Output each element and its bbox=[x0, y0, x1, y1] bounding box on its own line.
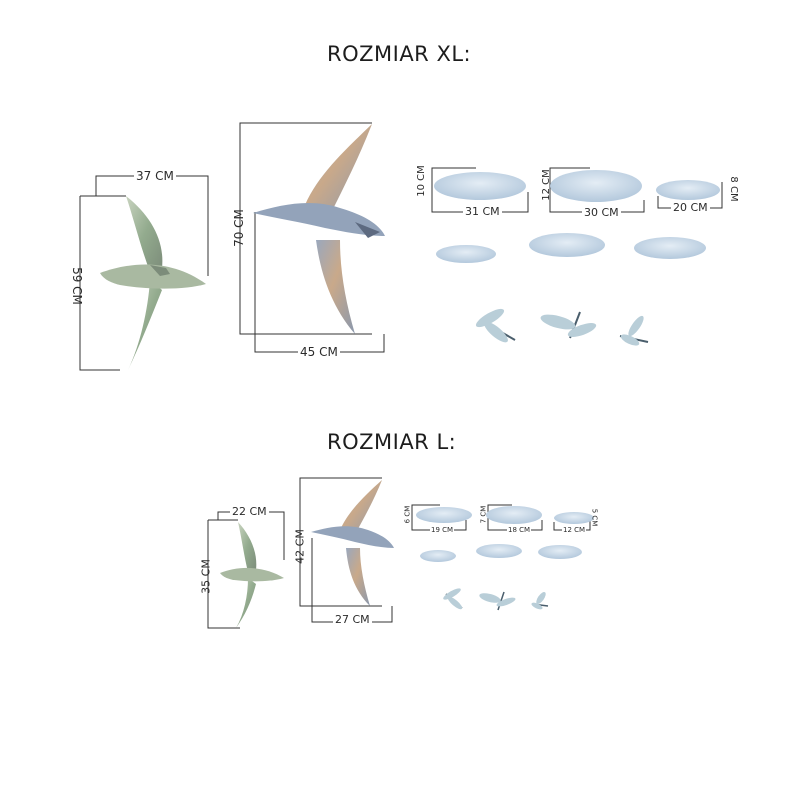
l-green-pterosaur-group bbox=[207, 511, 285, 629]
xl-dragonfly-1 bbox=[475, 308, 516, 343]
xl-blue-pterosaur-group bbox=[239, 122, 385, 353]
l-green-width-label: 22 CM bbox=[230, 505, 269, 518]
l-cloud2-width-label: 18 CM bbox=[507, 526, 532, 534]
l-dragonfly-3 bbox=[531, 592, 549, 610]
xl-blue-height-label: 70 CM bbox=[232, 209, 246, 247]
section-title-l: ROZMIAR L: bbox=[327, 430, 457, 454]
xl-dragonflies bbox=[475, 308, 649, 346]
l-cloud-row-1 bbox=[416, 506, 594, 524]
xl-cloud2-width-label: 30 CM bbox=[582, 206, 621, 219]
l-cloud-row-2 bbox=[420, 544, 582, 562]
l-blue-dimension-lines bbox=[299, 477, 393, 623]
l-green-pterosaur bbox=[220, 522, 284, 628]
l-blue-pterosaur bbox=[311, 480, 394, 606]
l-blue-pterosaur-group bbox=[299, 477, 394, 623]
xl-cloud2-height-label: 12 CM bbox=[541, 169, 552, 201]
xl-cloud3-height-label: 8 CM bbox=[728, 176, 739, 202]
xl-green-pterosaur-group bbox=[79, 175, 209, 371]
xl-green-width-label: 37 CM bbox=[134, 169, 176, 183]
l-cloud2-height-label: 7 CM bbox=[479, 505, 488, 524]
xl-blue-width-label: 45 CM bbox=[298, 345, 340, 359]
l-blue-height-label: 42 CM bbox=[293, 529, 307, 564]
xl-dragonfly-2 bbox=[540, 311, 597, 339]
xl-dragonfly-3 bbox=[619, 315, 649, 346]
xl-cloud3-width-label: 20 CM bbox=[671, 201, 710, 214]
xl-clouds-group bbox=[431, 167, 723, 263]
l-blue-width-label: 27 CM bbox=[333, 613, 372, 626]
xl-blue-pterosaur bbox=[253, 124, 385, 334]
xl-blue-dimension-lines bbox=[239, 122, 385, 353]
l-cloud3-width-label: 12 CM bbox=[562, 526, 587, 534]
l-green-height-label: 35 CM bbox=[199, 559, 213, 594]
xl-green-height-label: 59 CM bbox=[70, 267, 84, 305]
l-dragonflies bbox=[443, 588, 549, 611]
l-cloud3-height-label: 5 CM bbox=[590, 508, 599, 527]
l-cloud1-width-label: 19 CM bbox=[430, 526, 455, 534]
xl-cloud-row-2 bbox=[436, 233, 706, 263]
l-clouds-group bbox=[411, 504, 594, 562]
xl-green-pterosaur bbox=[100, 196, 206, 370]
section-title-xl: ROZMIAR XL: bbox=[327, 42, 472, 66]
l-dragonfly-2 bbox=[479, 591, 516, 611]
l-cloud1-height-label: 6 CM bbox=[403, 505, 412, 524]
xl-cloud-row-1 bbox=[434, 170, 720, 202]
xl-cloud1-width-label: 31 CM bbox=[463, 205, 502, 218]
l-dragonfly-1 bbox=[443, 588, 463, 610]
xl-cloud1-height-label: 10 CM bbox=[416, 165, 427, 197]
